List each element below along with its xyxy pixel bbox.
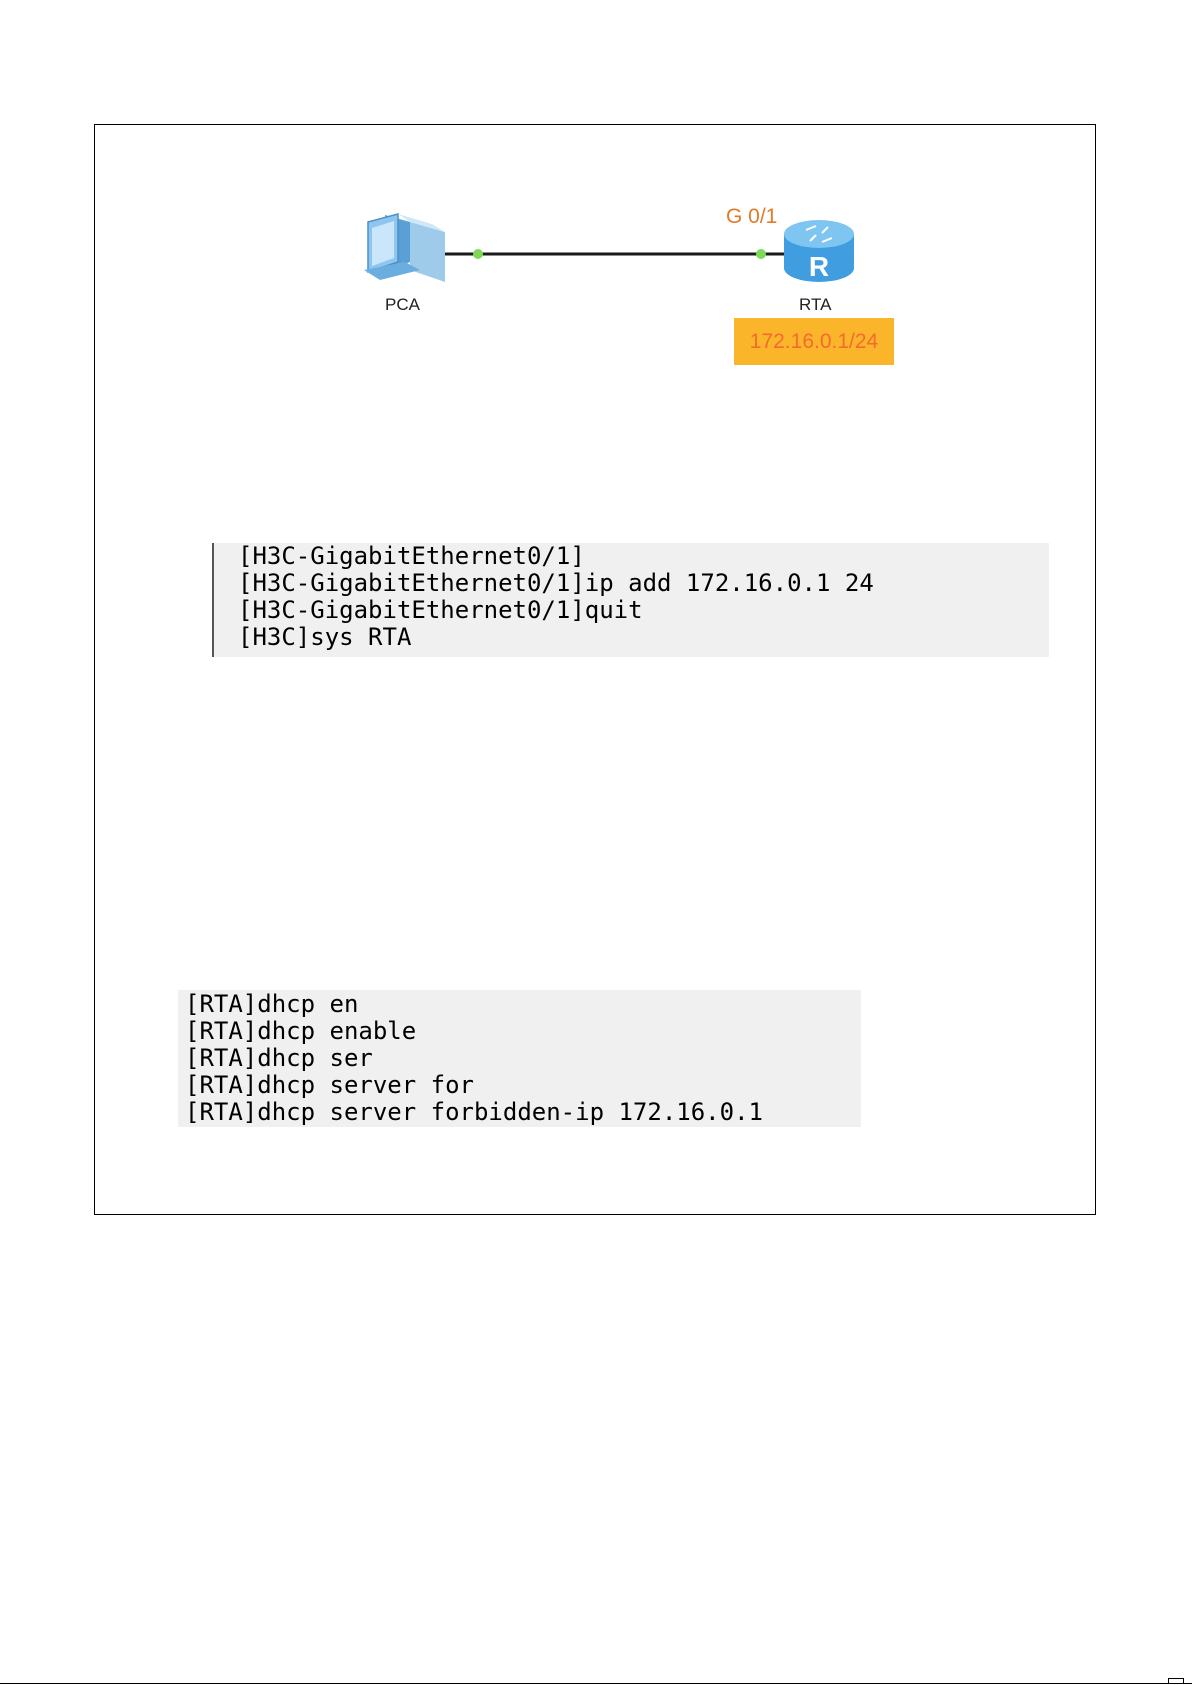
svg-text:R: R (809, 251, 829, 282)
link-endpoint-pca (473, 249, 483, 259)
link-endpoint-rta (756, 249, 766, 259)
console-line: [RTA]dhcp en (185, 991, 861, 1018)
page-corner-mark (1168, 1678, 1184, 1684)
console-line: [H3C]sys RTA (238, 624, 1049, 651)
console-line: [H3C-GigabitEthernet0/1] (238, 543, 1049, 570)
console-line: [RTA]dhcp enable (185, 1018, 861, 1045)
console-screenshot-dhcp-config: [RTA]dhcp en [RTA]dhcp enable [RTA]dhcp … (178, 990, 861, 1127)
console-screenshot-interface-config: [H3C-GigabitEthernet0/1] [H3C-GigabitEth… (212, 543, 1049, 657)
pca-label: PCA (385, 295, 420, 315)
router-icon: R (784, 220, 854, 282)
pc-icon (364, 214, 445, 282)
console-line: [RTA]dhcp server for (185, 1072, 861, 1099)
console-line: [H3C-GigabitEthernet0/1]ip add 172.16.0.… (238, 570, 1049, 597)
port-label: G 0/1 (726, 205, 777, 229)
network-topology: R (0, 0, 1192, 420)
page-footer-rule (0, 1683, 1192, 1684)
console-line: [H3C-GigabitEthernet0/1]quit (238, 597, 1049, 624)
ip-address-badge: 172.16.0.1/24 (734, 318, 894, 365)
console-line: [RTA]dhcp ser (185, 1045, 861, 1072)
rta-label: RTA (799, 295, 831, 315)
console-line: [RTA]dhcp server forbidden-ip 172.16.0.1 (185, 1099, 861, 1126)
